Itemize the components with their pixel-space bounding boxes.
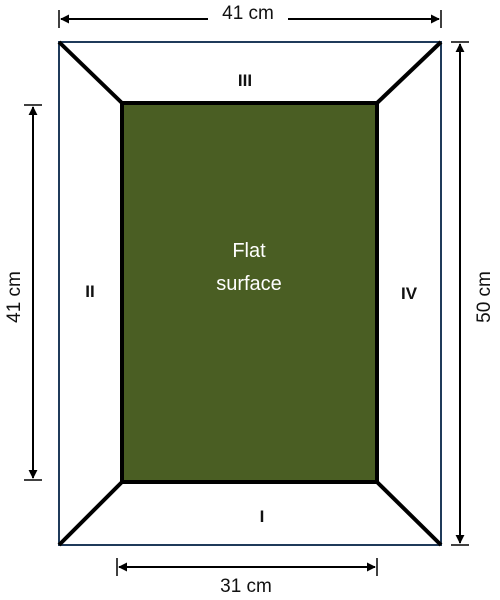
dimension-label-left-bg bbox=[2, 262, 26, 332]
region-label-top: III bbox=[238, 71, 252, 90]
fold-edge-bottom-left bbox=[57, 480, 124, 547]
dimension-label-left: 41 cm bbox=[4, 271, 25, 323]
fold-edge-top-right bbox=[375, 40, 443, 105]
dimension-label-top-bg bbox=[208, 2, 288, 24]
fold-edge-bottom-right bbox=[375, 480, 443, 547]
dimension-label-top: 41 cm bbox=[222, 3, 274, 24]
fold-edge-top-left bbox=[57, 40, 124, 105]
region-label-left: II bbox=[85, 282, 94, 301]
region-label-right: IV bbox=[401, 284, 418, 303]
flat-surface-label-line2: surface bbox=[216, 273, 282, 295]
dimension-label-bottom: 31 cm bbox=[220, 576, 272, 597]
flat-surface-label-line1: Flat bbox=[232, 240, 266, 262]
flat-surface bbox=[120, 101, 379, 484]
dimension-label-right: 50 cm bbox=[474, 271, 495, 323]
region-label-bottom: I bbox=[260, 507, 265, 526]
dimension-label-right-bg bbox=[474, 260, 498, 334]
